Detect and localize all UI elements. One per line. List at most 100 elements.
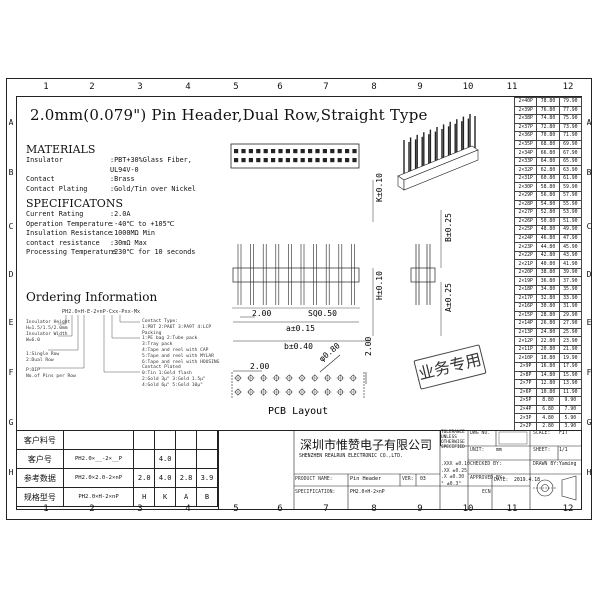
spec-key: Insulation Resistance bbox=[26, 229, 112, 238]
spec-key: contact resistance bbox=[26, 238, 100, 247]
grid-row-label: C bbox=[8, 222, 14, 231]
pin-square bbox=[322, 149, 327, 154]
tolerance-value: ° ±0.3° bbox=[441, 481, 462, 487]
ordering-note: P:DIP bbox=[26, 368, 40, 373]
ordering-note: 1:PBT 2:PA6T 3:PA9T 4:LCP bbox=[142, 324, 212, 330]
pin-square bbox=[300, 158, 305, 163]
grid-row-label: F bbox=[8, 368, 14, 377]
ordering-note: 4:Tape and reel with CAP bbox=[142, 348, 209, 353]
ordering-note: Insulator Width bbox=[26, 332, 68, 337]
materials-key: Contact Plating bbox=[26, 184, 88, 193]
pin-square bbox=[345, 149, 350, 154]
pcb-dim-pitch: 2.00 bbox=[250, 362, 269, 371]
pin-square bbox=[330, 149, 335, 154]
dim-a-length: a±0.15 bbox=[286, 324, 315, 333]
pin-square bbox=[308, 158, 313, 163]
title-block-label: UNIT: bbox=[470, 448, 485, 453]
grid-column-label: 5 bbox=[233, 82, 239, 92]
title-block-value: mm bbox=[496, 448, 502, 453]
grid-column-label: 4 bbox=[185, 82, 191, 92]
pin-square bbox=[315, 158, 320, 163]
pcb-dim-pitch-vertical: 2.00 bbox=[364, 337, 373, 356]
grid-column-label: 7 bbox=[323, 504, 329, 514]
isometric-view bbox=[397, 114, 479, 191]
pin-square bbox=[308, 149, 313, 154]
ordering-heading: Ordering Information bbox=[26, 290, 158, 304]
grid-row-label: C bbox=[586, 222, 592, 231]
dim-h: H±0.10 bbox=[375, 271, 384, 300]
pin-square bbox=[278, 149, 283, 154]
pin-square bbox=[315, 149, 320, 154]
materials-heading: MATERIALS bbox=[26, 143, 96, 156]
title-block-value: 1/1 bbox=[559, 448, 568, 453]
spec-value: :230℃ for 10 seconds bbox=[110, 248, 196, 257]
spec-key: Current Rating bbox=[26, 210, 84, 218]
title-block-frame bbox=[218, 430, 582, 510]
grid-row-label: G bbox=[586, 418, 592, 427]
pin-square bbox=[234, 158, 239, 163]
dim-k: K±0.10 bbox=[375, 173, 384, 202]
grid-column-label: 8 bbox=[371, 82, 377, 92]
pin-square bbox=[248, 149, 253, 154]
grid-row-label: B bbox=[586, 168, 592, 177]
pin-square bbox=[337, 158, 342, 163]
company-name-cn: 深圳市惟赞电子有限公司 bbox=[300, 438, 433, 452]
pin-square bbox=[263, 149, 268, 154]
pin-square bbox=[271, 158, 276, 163]
dwg-number-box bbox=[498, 431, 528, 445]
grid-column-label: 12 bbox=[562, 82, 574, 92]
ordering-note: 3:Tray pack bbox=[142, 342, 173, 348]
dim-b: B±0.25 bbox=[444, 213, 453, 242]
grid-column-label: 9 bbox=[417, 82, 423, 92]
pin-square bbox=[293, 158, 298, 163]
product-label: PRODUCT NAME: bbox=[295, 477, 333, 482]
materials-value: :Gold/Tin over Nickel bbox=[110, 184, 196, 193]
grid-column-label: 2 bbox=[89, 82, 95, 92]
grid-column-label: 2 bbox=[89, 504, 95, 514]
title-block-value: 2019.4.18 bbox=[514, 478, 540, 483]
grid-column-label: 8 bbox=[371, 504, 377, 514]
grid-row-label: A bbox=[8, 118, 14, 127]
version-value: 03 bbox=[420, 477, 426, 482]
pin-square bbox=[241, 149, 246, 154]
tolerance-value: .XXX ±0.10 bbox=[441, 462, 470, 467]
ordering-note: Contact Plated bbox=[142, 365, 181, 371]
front-view bbox=[232, 244, 360, 309]
dim-b-length: b±0.40 bbox=[284, 342, 313, 351]
company-name-en: SHENZHEN REALRUN ELECTRONIC CO.,LTD. bbox=[299, 454, 403, 459]
grid-column-label: 6 bbox=[277, 504, 283, 514]
materials-value: UL94V-0 bbox=[110, 165, 139, 174]
ordering-note: W=6.0 bbox=[26, 337, 40, 343]
pin-square bbox=[256, 149, 261, 154]
ordering-note: H=1.5/1.5/2.0mm bbox=[26, 325, 68, 331]
grid-row-label: A bbox=[586, 118, 592, 127]
grid-row-label: H bbox=[8, 468, 14, 477]
title-block-label: ECN bbox=[482, 490, 491, 495]
pin-square bbox=[322, 158, 327, 163]
materials-value: :PBT+30%Glass Fiber, bbox=[110, 156, 192, 164]
pin-square bbox=[352, 149, 357, 154]
grid-column-label: 1 bbox=[43, 504, 49, 514]
materials-value: :Brass bbox=[110, 175, 135, 184]
dim-pitch: 2.00 bbox=[252, 309, 271, 318]
spec-value: :30mΩ Max bbox=[110, 238, 147, 247]
pin-square bbox=[337, 149, 342, 154]
title-block-label: DWG NO. bbox=[470, 431, 491, 436]
specifications-heading: SPECIFICATONS bbox=[26, 197, 123, 210]
pcb-layout bbox=[231, 354, 367, 398]
ordering-code: PH2.0×H-E-2×nP-Cxx-Pxx-Mx bbox=[62, 309, 141, 315]
pin-square bbox=[345, 158, 350, 163]
ordering-note: Insulator Height bbox=[26, 320, 71, 325]
spec-value: :1000MΩ Min bbox=[110, 229, 156, 238]
grid-row-label: D bbox=[8, 270, 14, 279]
